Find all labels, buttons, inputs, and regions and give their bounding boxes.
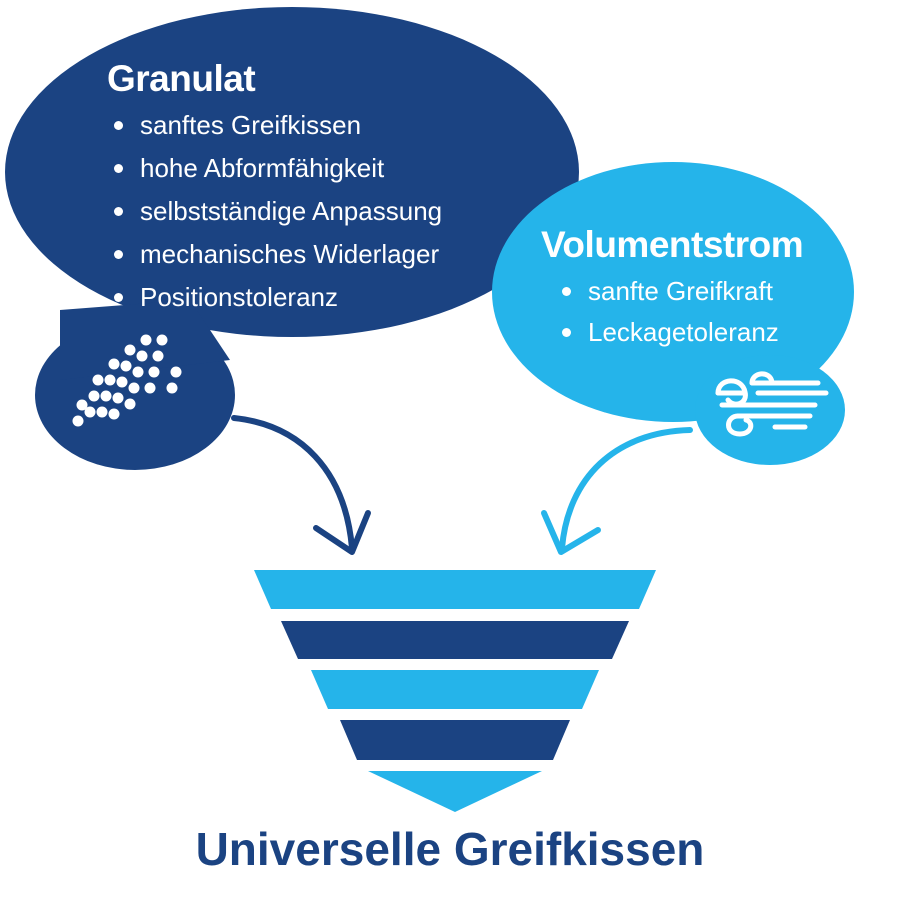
funnel-icon [254, 570, 656, 812]
list-item: sanfte Greifkraft [560, 274, 779, 315]
list-item: selbstständige Anpassung [112, 194, 442, 237]
result-title: Universelle Greifkissen [195, 823, 705, 875]
list-item: Leckagetoleranz [560, 315, 779, 356]
volumenstrom-list: sanfte Greifkraft Leckagetoleranz [560, 274, 779, 356]
granules-icon [72, 334, 182, 427]
list-item: mechanisches Widerlager [112, 237, 442, 280]
list-item: sanftes Greifkissen [112, 108, 442, 151]
granulat-bubble [5, 7, 579, 470]
wind-icon [715, 371, 829, 437]
granulat-list: sanftes Greifkissen hohe Abformfähigkeit… [112, 108, 442, 323]
volumenstrom-title: Volumentstrom [541, 224, 804, 265]
list-item: hohe Abformfähigkeit [112, 151, 442, 194]
list-item: Positionstoleranz [112, 280, 442, 323]
granulat-title: Granulat [107, 58, 256, 99]
arrow-left [231, 415, 371, 555]
arrow-right [541, 427, 693, 555]
